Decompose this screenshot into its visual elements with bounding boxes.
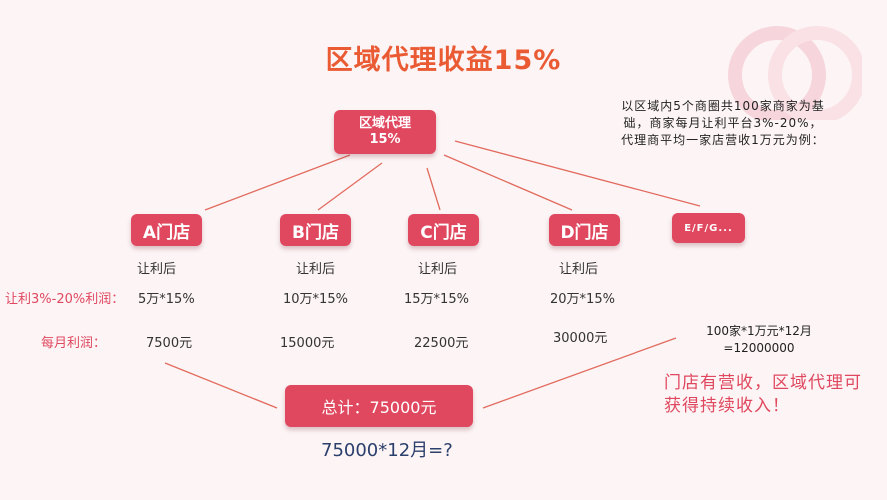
- store-a-profit: 7500元: [146, 336, 193, 351]
- line-to-efg: [454, 140, 701, 207]
- regional-agent-rate: 15%: [369, 132, 401, 147]
- store-d-after: 让利后: [559, 262, 599, 277]
- example-note: 以区域内5个商圈共100家商家为基础，商家每月让利平台3%-20%，代理商平均一…: [621, 99, 825, 147]
- store-a-after: 让利后: [137, 262, 177, 277]
- store-c-after: 让利后: [418, 262, 458, 277]
- store-d-profit: 30000元: [553, 331, 608, 346]
- store-node-c: C门店: [408, 214, 479, 246]
- line-to-b: [317, 162, 383, 211]
- annual-formula-line2: =12000000: [723, 341, 795, 355]
- store-c-profit: 22500元: [414, 336, 469, 351]
- total-node: 总计：75000元: [285, 385, 473, 427]
- store-b-profit: 15000元: [280, 336, 335, 351]
- regional-agent-node: 区域代理 15%: [334, 110, 436, 154]
- line-right-total: [482, 337, 677, 409]
- annual-question: 75000*12月=?: [321, 440, 453, 461]
- line-left-total: [164, 362, 278, 409]
- line-to-c: [426, 167, 441, 211]
- store-node-d: D门店: [549, 214, 620, 246]
- store-b-after: 让利后: [296, 262, 336, 277]
- slogan: 门店有营收，区域代理可获得持续收入！: [664, 373, 862, 416]
- regional-agent-label: 区域代理: [358, 116, 411, 131]
- monthly-row-label: 每月利润：: [41, 336, 107, 351]
- store-b-calc: 10万*15%: [283, 292, 348, 307]
- store-d-calc: 20万*15%: [550, 292, 615, 307]
- ring-decoration-icon: [728, 26, 862, 120]
- store-c-calc: 15万*15%: [404, 292, 469, 307]
- annual-formula-line1: 100家*1万元*12月: [706, 324, 812, 338]
- page-title: 区域代理收益15%: [325, 45, 562, 76]
- line-to-a: [204, 154, 351, 211]
- annual-formula: 100家*1万元*12月 =12000000: [664, 323, 854, 357]
- rate-row-label: 让利3%-20%利润：: [5, 292, 125, 307]
- store-node-b: B门店: [280, 214, 351, 246]
- store-node-more: E/F/G...: [672, 213, 745, 243]
- line-to-d: [443, 154, 573, 211]
- store-a-calc: 5万*15%: [138, 292, 195, 307]
- store-node-a: A门店: [131, 214, 202, 246]
